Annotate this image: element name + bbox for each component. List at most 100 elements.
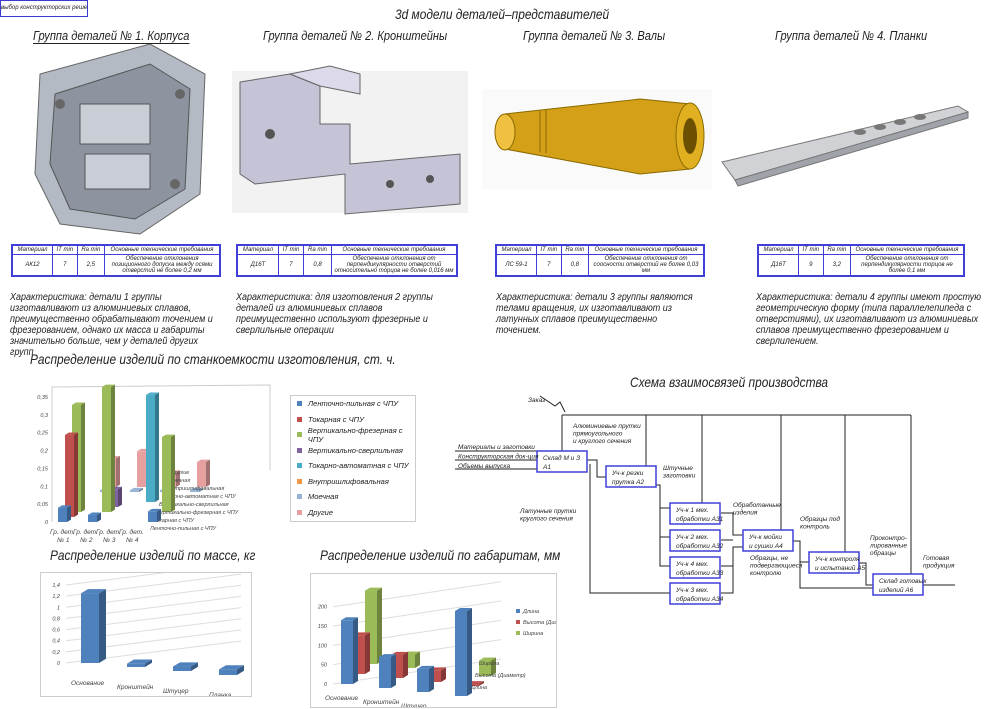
scheme-title: Схема взаимосвязей производства	[630, 374, 829, 390]
legend-swatch	[297, 509, 302, 515]
plate-model-image	[721, 105, 970, 187]
svg-text:и сушки А4: и сушки А4	[749, 543, 783, 550]
svg-text:Уч-к контроля: Уч-к контроля	[814, 556, 860, 563]
scheme-lines	[455, 395, 955, 594]
bracket-model-image	[232, 65, 468, 215]
requirement: Обеспечение отклонения от перпендикулярн…	[850, 254, 965, 277]
it-min: 7	[535, 254, 562, 277]
legend-label: Другие	[308, 507, 333, 517]
dimensions-chart-title: Распределение изделий по габаритам, мм	[320, 547, 561, 563]
svg-text:и испытаний А5: и испытаний А5	[815, 564, 866, 572]
legend-swatch	[297, 447, 302, 453]
requirement: Обеспечение отклонения от перпендикулярн…	[331, 254, 458, 277]
depth-axis-label: Внутришлифовальная	[165, 486, 224, 492]
y-tick-label: 1,2	[52, 594, 60, 600]
svg-text:изделий А6: изделий А6	[879, 586, 914, 594]
x-tick-label: Основание	[71, 680, 105, 687]
legend-label: Длина	[522, 609, 539, 615]
bar-2-1	[102, 384, 115, 512]
label-order: Заказ	[528, 397, 545, 404]
x-tick-label: Гр. дет. № 2	[73, 528, 100, 544]
material: Д16Т	[757, 254, 799, 277]
x-tick-label: Штуцер	[163, 688, 189, 695]
legend-label: Вертикально-сверлильная	[308, 445, 403, 455]
page-title: 3d модели деталей–представителей	[395, 6, 610, 22]
legend-item: Моечная	[291, 489, 415, 505]
legend-label: Высота (Диаметр)	[523, 620, 557, 626]
group-2-title: Группа деталей № 2. Кронштейны	[263, 28, 448, 43]
svg-text:обработки А32: обработки А32	[676, 542, 724, 550]
group-1-title: Группа деталей № 1. Корпуса	[33, 28, 190, 44]
bar-0-0	[58, 505, 71, 522]
it-min: 7	[277, 254, 305, 277]
bar-0-3	[148, 508, 161, 522]
y-tick-label: 50	[321, 663, 328, 669]
legend-label: Токарно-автоматная с ЧПУ	[308, 461, 409, 471]
scheme-box-a32: Уч-к 2 мех.обработки А32	[669, 529, 724, 552]
x-tick-label: Гр. дет. № 3	[96, 528, 123, 544]
depth-axis-label: Ширина	[479, 661, 499, 667]
x-tick-label: Гр. дет. № 1	[50, 528, 77, 544]
depth-axis-label: Токарно-автоматная с ЧПУ	[162, 494, 236, 500]
legend-label: Токарная с ЧПУ	[308, 414, 364, 424]
svg-text:Склад готовых: Склад готовых	[879, 577, 927, 585]
group-4-description: Характеристика: детали 4 группы имеют пр…	[756, 292, 982, 347]
ra-min: 0,8	[560, 254, 590, 277]
legend-swatch	[297, 463, 302, 469]
y-tick-label: 1	[57, 605, 60, 611]
x-tick-label: Основание	[325, 695, 359, 702]
depth-axis-label: Вертикально-фрезерная с ЧПУ	[156, 510, 239, 516]
svg-text:Уч-к мойки: Уч-к мойки	[748, 533, 782, 541]
bar-3	[219, 665, 244, 675]
depth-axis-label: Другие	[170, 470, 189, 476]
y-tick-label: 0,15	[37, 466, 49, 472]
bar-0-0	[341, 617, 358, 684]
mass-chart: 00,20,40,60,811,21,4ОснованиеКронштейнШт…	[40, 572, 252, 697]
bar-2	[173, 662, 198, 671]
legend-swatch	[516, 620, 520, 624]
y-tick-label: 0	[57, 661, 61, 667]
legend-swatch	[297, 494, 302, 500]
corner-tag: выбор конструкторских решений	[0, 0, 88, 17]
scheme-box-a4: Уч-к мойки и сушки А4	[742, 529, 794, 552]
label-input: Объемы выпуска	[458, 462, 510, 470]
legend-item: Ленточно-пильная с ЧПУ	[291, 396, 415, 412]
group-2-description: Характеристика: для изготовления 2 групп…	[236, 292, 433, 336]
scheme-box-a1: Склад М и ЗА1	[536, 450, 588, 473]
machinability-chart-title: Распределение изделий по станкоемкости и…	[30, 351, 396, 367]
legend-swatch	[297, 478, 302, 484]
y-tick-label: 150	[318, 624, 328, 630]
ra-min: 2,5	[76, 254, 106, 277]
depth-axis-label: Высота (Диаметр)	[475, 673, 526, 679]
group-1-description: Характеристика: детали 1 группы изготавл…	[10, 292, 213, 358]
bar-2-3	[479, 657, 496, 676]
label-input: Конструкторская док-ция	[458, 453, 539, 461]
legend-item: Внутришлифовальная	[291, 474, 415, 490]
scheme-box-a34: Уч-к 3 мех.обработки А34	[669, 582, 724, 605]
svg-text:Уч-к 3 мех.: Уч-к 3 мех.	[675, 587, 709, 594]
svg-text:обработки А31: обработки А31	[676, 515, 724, 523]
svg-text:Уч-к 2 мех.: Уч-к 2 мех.	[675, 534, 709, 541]
material: ЛС 59-1	[495, 254, 537, 277]
scheme-box-a33: Уч-к 4 мех.обработки А33	[669, 556, 724, 579]
x-tick-label: Планка	[209, 692, 232, 697]
y-tick-label: 0,8	[52, 616, 61, 622]
bar-0-3	[455, 608, 472, 696]
depth-axis-label: Моечная	[168, 478, 190, 484]
legend-label: Вертикально-фрезерная с ЧПУ	[307, 425, 403, 444]
depth-axis-label: Длина	[470, 685, 487, 691]
housing-model-image	[34, 44, 206, 235]
